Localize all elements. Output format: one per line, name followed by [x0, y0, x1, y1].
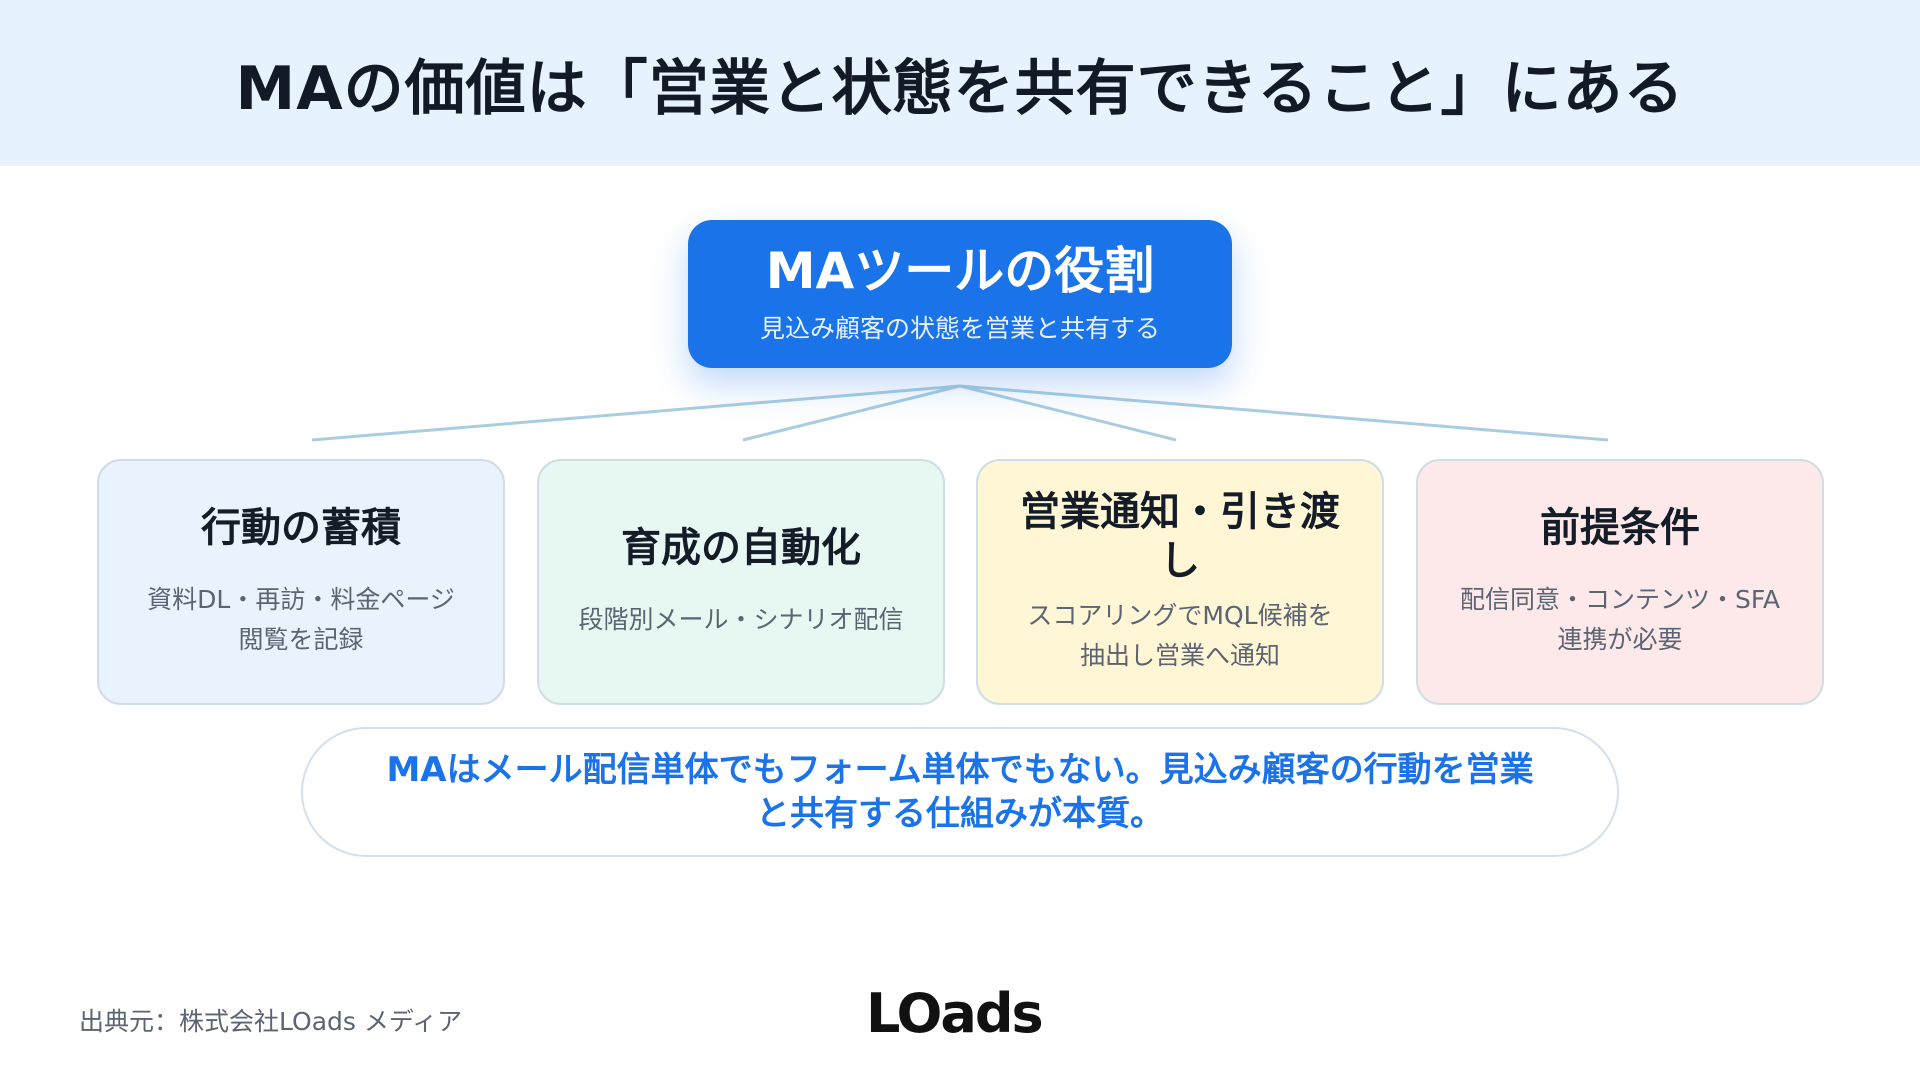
- connector-line-1: [311, 384, 961, 442]
- brand-logo: LOads: [866, 981, 1044, 1045]
- connector-line-2: [742, 384, 961, 442]
- card-behavior-accumulation: 行動の蓄積 資料DL・再訪・料金ページ 閲覧を記録: [97, 459, 505, 705]
- connector-line-3: [959, 384, 1177, 442]
- card-sales-handoff: 営業通知・引き渡 し スコアリングでMQL候補を 抽出し営業へ通知: [976, 459, 1384, 705]
- summary-text: MAはメール配信単体でもフォーム単体でもない。見込み顧客の行動を営業 と共有する…: [386, 748, 1533, 836]
- card-description-line: 抽出し営業へ通知: [1079, 640, 1280, 670]
- root-title: MAツールの役割: [765, 242, 1155, 301]
- summary-line: MAはメール配信単体でもフォーム単体でもない。見込み顧客の行動を営業: [386, 749, 1534, 790]
- card-title: 前提条件: [1540, 504, 1700, 551]
- source-credit: 出典元：株式会社LOads メディア: [79, 1007, 463, 1036]
- card-description: 資料DL・再訪・料金ページ 閲覧を記録: [147, 580, 455, 660]
- connector-line-4: [959, 384, 1609, 442]
- root-subtitle: 見込み顧客の状態を営業と共有する: [759, 313, 1160, 343]
- root-node: MAツールの役割 見込み顧客の状態を営業と共有する: [688, 220, 1232, 368]
- card-title-line: 営業通知・引き渡: [1020, 489, 1340, 536]
- card-description-line: 連携が必要: [1557, 625, 1683, 655]
- header-band: MAの価値は「営業と状態を共有できること」にある: [0, 0, 1920, 166]
- card-description-line: 段階別メール・シナリオ配信: [578, 605, 904, 635]
- summary-callout: MAはメール配信単体でもフォーム単体でもない。見込み顧客の行動を営業 と共有する…: [301, 727, 1619, 857]
- card-prerequisites: 前提条件 配信同意・コンテンツ・SFA 連携が必要: [1416, 459, 1824, 705]
- page-title: MAの価値は「営業と状態を共有できること」にある: [235, 53, 1685, 124]
- card-description: 段階別メール・シナリオ配信: [578, 600, 903, 640]
- card-nurture-automation: 育成の自動化 段階別メール・シナリオ配信: [537, 459, 945, 705]
- card-description-line: 配信同意・コンテンツ・SFA: [1459, 585, 1781, 615]
- card-title: 育成の自動化: [621, 524, 861, 571]
- card-title-line: し: [1160, 538, 1200, 584]
- card-description: 配信同意・コンテンツ・SFA 連携が必要: [1460, 580, 1780, 660]
- card-description-line: 資料DL・再訪・料金ページ: [147, 585, 455, 615]
- card-description-line: スコアリングでMQL候補を: [1027, 600, 1333, 630]
- summary-line: と共有する仕組みが本質。: [756, 794, 1164, 834]
- card-description: スコアリングでMQL候補を 抽出し営業へ通知: [1027, 596, 1332, 676]
- card-title: 営業通知・引き渡 し: [1020, 488, 1340, 586]
- card-description-line: 閲覧を記録: [238, 625, 364, 655]
- card-title: 行動の蓄積: [201, 504, 401, 551]
